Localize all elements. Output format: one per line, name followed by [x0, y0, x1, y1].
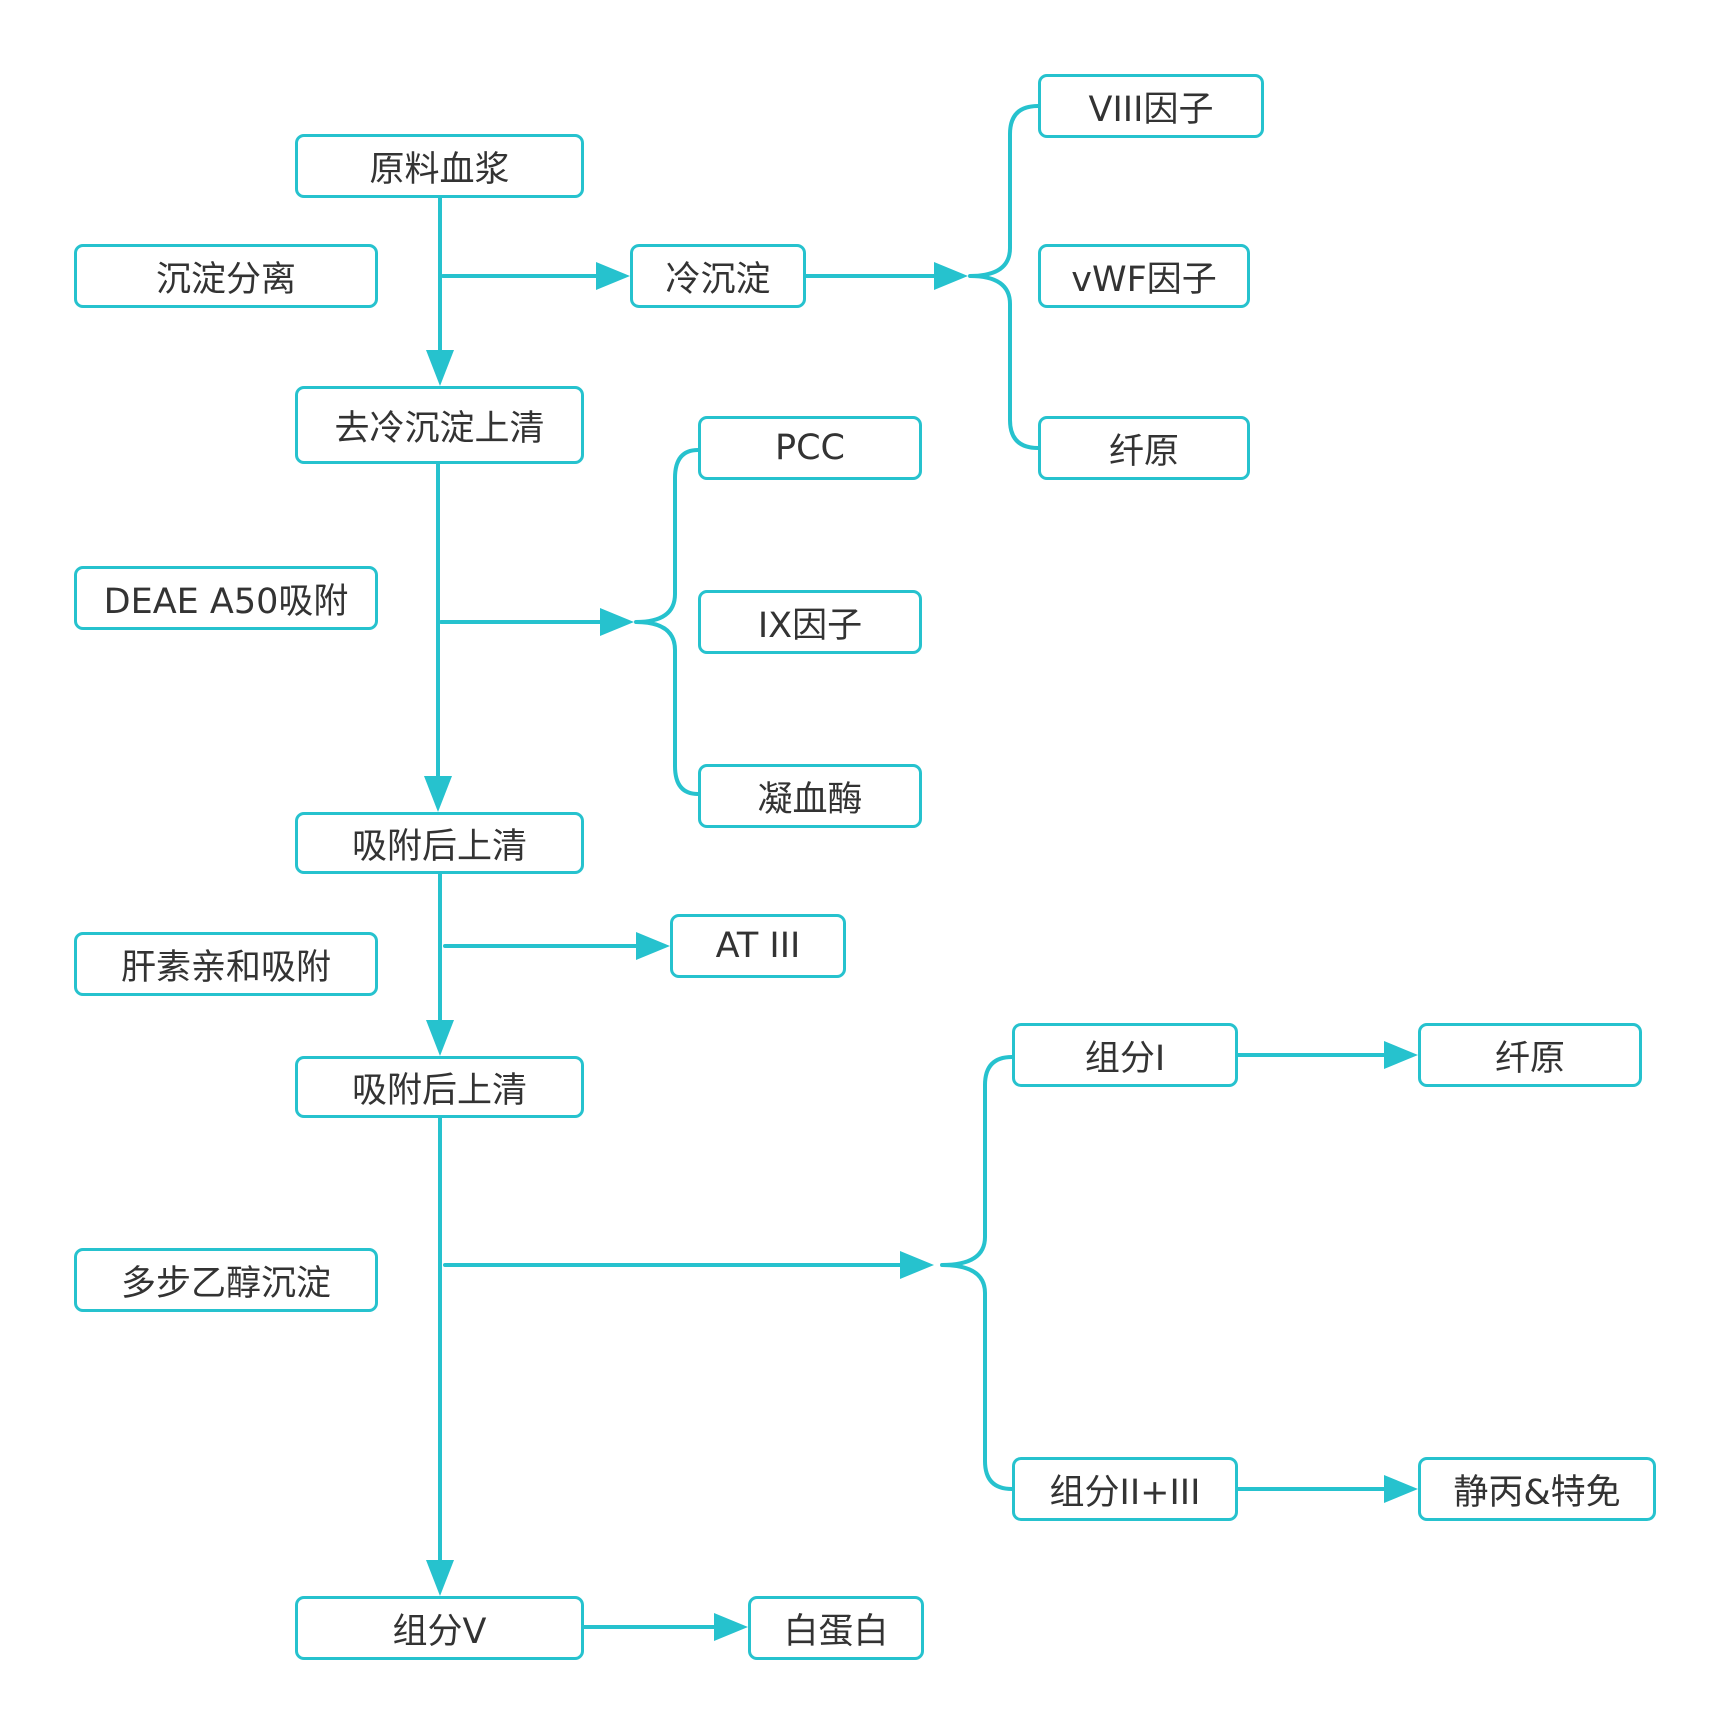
node-post-adsorption-supernatant-2: 吸附后上清 [295, 1056, 584, 1118]
label-deae-a50-adsorption: DEAE A50吸附 [74, 566, 378, 630]
node-at-iii: AT III [670, 914, 846, 978]
label-multistep-ethanol-precipitation: 多步乙醇沉淀 [74, 1248, 378, 1312]
arrowhead-fractions [900, 1251, 934, 1279]
node-cryo-poor-supernatant: 去冷沉淀上清 [295, 386, 584, 464]
node-fibrinogen-1: 纤原 [1038, 416, 1250, 480]
label-heparin-affinity-adsorption: 肝素亲和吸附 [74, 932, 378, 996]
node-albumin: 白蛋白 [748, 1596, 924, 1660]
arrowhead-postads2 [426, 1020, 454, 1056]
arrowhead-deae-products [600, 608, 634, 636]
arrowhead-cryopoor [426, 350, 454, 386]
arrowhead-fib2 [1384, 1041, 1418, 1069]
arrowhead-postads1 [424, 776, 452, 812]
node-pcc: PCC [698, 416, 922, 480]
label-precipitation-separation: 沉淀分离 [74, 244, 378, 308]
node-thrombin: 凝血酶 [698, 764, 922, 828]
node-cryoprecipitate: 冷沉淀 [630, 244, 806, 308]
node-fraction-v: 组分V [295, 1596, 584, 1660]
node-raw-plasma: 原料血浆 [295, 134, 584, 198]
node-fraction-ii-iii: 组分II+III [1012, 1457, 1238, 1521]
arrowhead-at3 [636, 932, 670, 960]
arrowhead-cryo [596, 262, 630, 290]
arrowhead-fr5 [426, 1560, 454, 1596]
bracket-fractions [940, 1055, 1014, 1491]
arrowhead-ivig [1384, 1475, 1418, 1503]
bracket-cryo-products [968, 104, 1040, 450]
arrowhead-albumin [714, 1613, 748, 1641]
bracket-deae-products [634, 448, 700, 796]
node-fibrinogen-2: 纤原 [1418, 1023, 1642, 1087]
node-fraction-i: 组分I [1012, 1023, 1238, 1087]
node-post-adsorption-supernatant-1: 吸附后上清 [295, 812, 584, 874]
node-factor-viii: VIII因子 [1038, 74, 1264, 138]
node-factor-ix: IX因子 [698, 590, 922, 654]
node-ivig-hyperimmune: 静丙&特免 [1418, 1457, 1656, 1521]
arrowhead-cryo-bracket [934, 262, 968, 290]
node-vwf-factor: vWF因子 [1038, 244, 1250, 308]
